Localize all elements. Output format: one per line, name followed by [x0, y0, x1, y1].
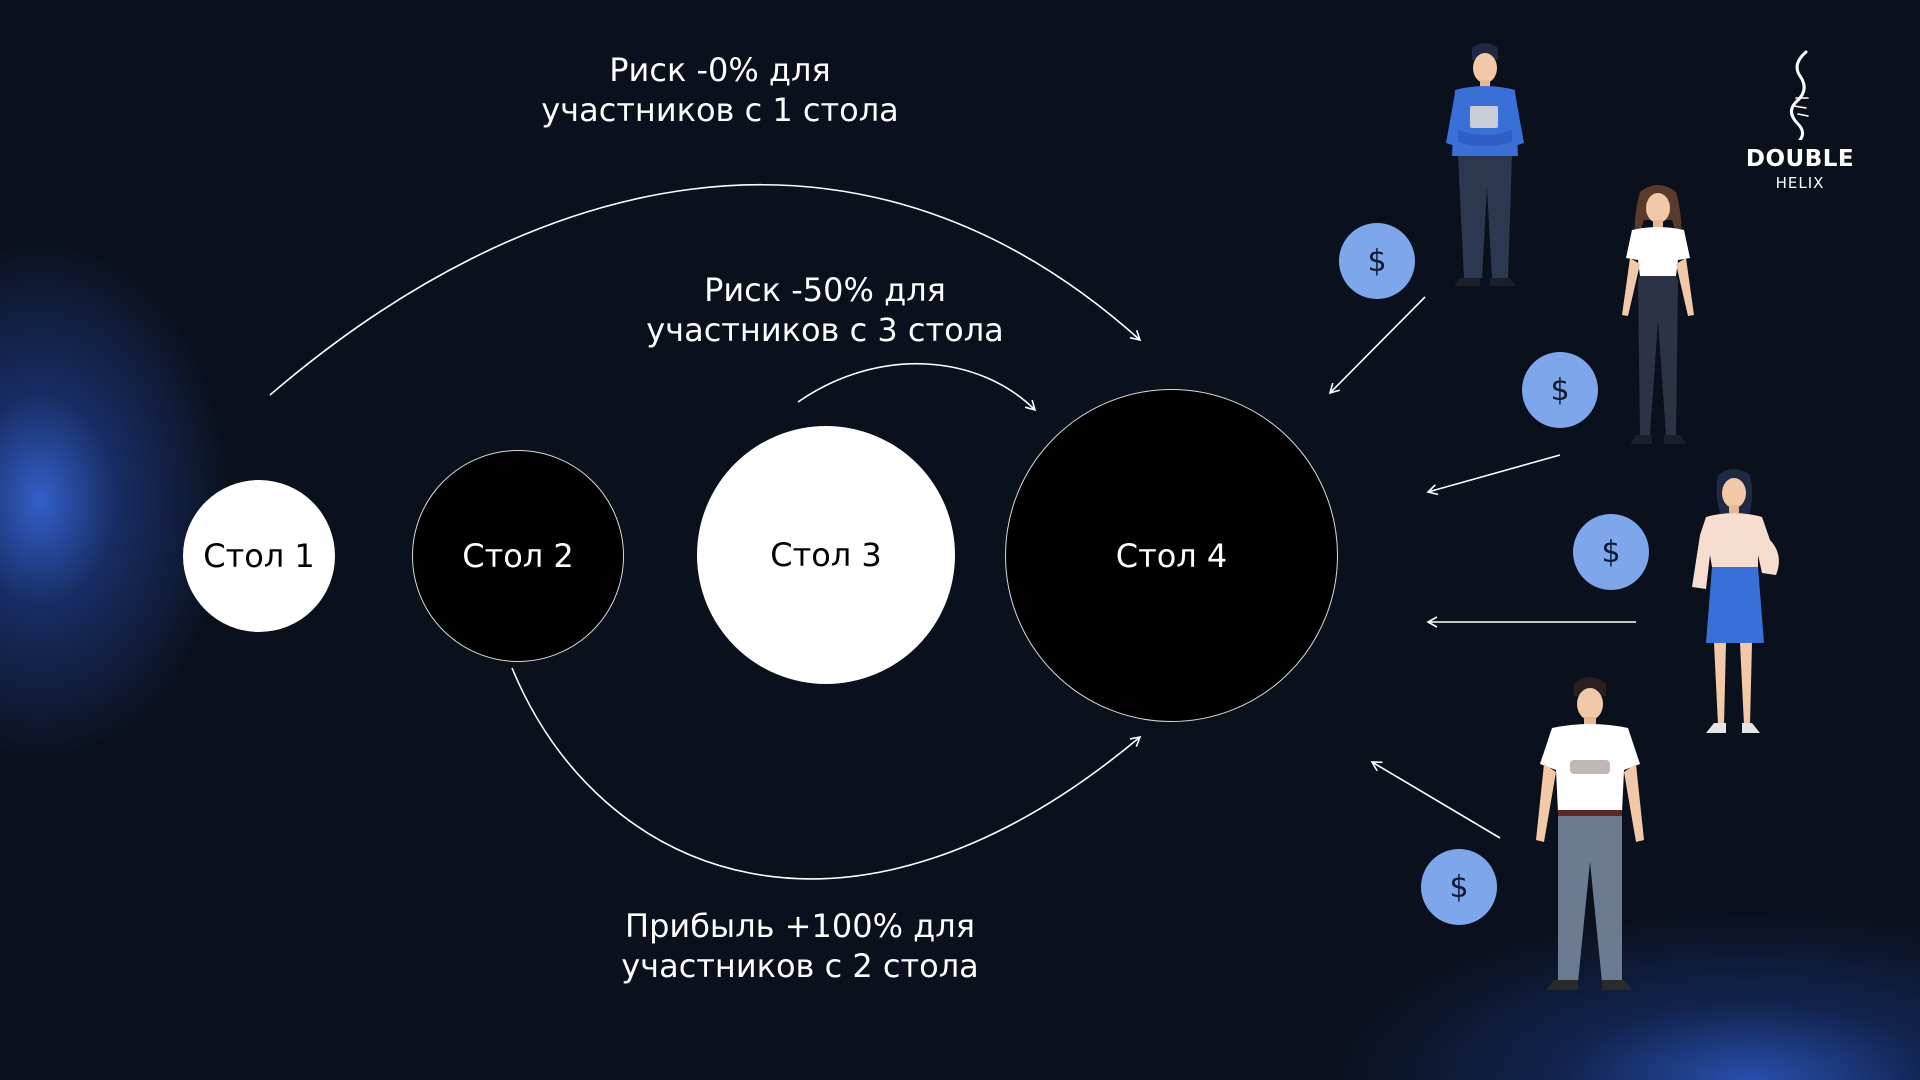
logo-main-text: DOUBLE: [1745, 146, 1855, 172]
dollar-coin-icon: $: [1573, 514, 1649, 590]
table-4-label: Стол 4: [1115, 536, 1228, 575]
arrow-investor4-to-table4: [1370, 761, 1501, 839]
caption-top-line1: Риск -0% для: [609, 51, 831, 89]
double-helix-logo: DOUBLE HELIX: [1740, 50, 1860, 192]
arrow-table2-to-table4: [511, 667, 1142, 880]
caption-middle-line2: участников с 3 стола: [646, 311, 1004, 349]
caption-bottom-line2: участников с 2 стола: [621, 947, 979, 985]
table-1: Стол 1: [183, 480, 335, 632]
table-1-label: Стол 1: [203, 537, 315, 575]
caption-top-line2: участников с 1 стола: [541, 91, 899, 129]
caption-middle-line1: Риск -50% для: [704, 271, 946, 309]
arrow-table1-to-table4: [269, 183, 1142, 396]
dollar-coin-icon: $: [1522, 352, 1598, 428]
caption-middle: Риск -50% для участников с 3 стола: [625, 270, 1025, 350]
logo-sub-text: HELIX: [1775, 174, 1825, 192]
dollar-coin-icon: $: [1339, 223, 1415, 299]
investor-man-blue-sweater-icon: [1446, 43, 1524, 286]
dollar-coin-icon: $: [1421, 849, 1497, 925]
table-3-label: Стол 3: [770, 536, 882, 574]
arrow-investor1-to-table4: [1328, 296, 1426, 395]
investor-woman-white-shirt-icon: [1622, 185, 1694, 444]
caption-top: Риск -0% для участников с 1 стола: [520, 50, 920, 130]
table-4: Стол 4: [1005, 389, 1338, 722]
caption-bottom: Прибыль +100% для участников с 2 стола: [600, 906, 1000, 986]
caption-bottom-line1: Прибыль +100% для: [625, 907, 975, 945]
dna-helix-icon: [1790, 50, 1809, 142]
arrow-table3-to-table4: [797, 362, 1037, 412]
investor-woman-blue-skirt-icon: [1692, 469, 1779, 733]
table-2-label: Стол 2: [462, 537, 574, 575]
arrow-investor2-to-table4: [1426, 454, 1561, 496]
table-3: Стол 3: [697, 426, 955, 684]
investor-man-white-shirt-icon: [1536, 677, 1644, 990]
table-2: Стол 2: [412, 450, 624, 662]
